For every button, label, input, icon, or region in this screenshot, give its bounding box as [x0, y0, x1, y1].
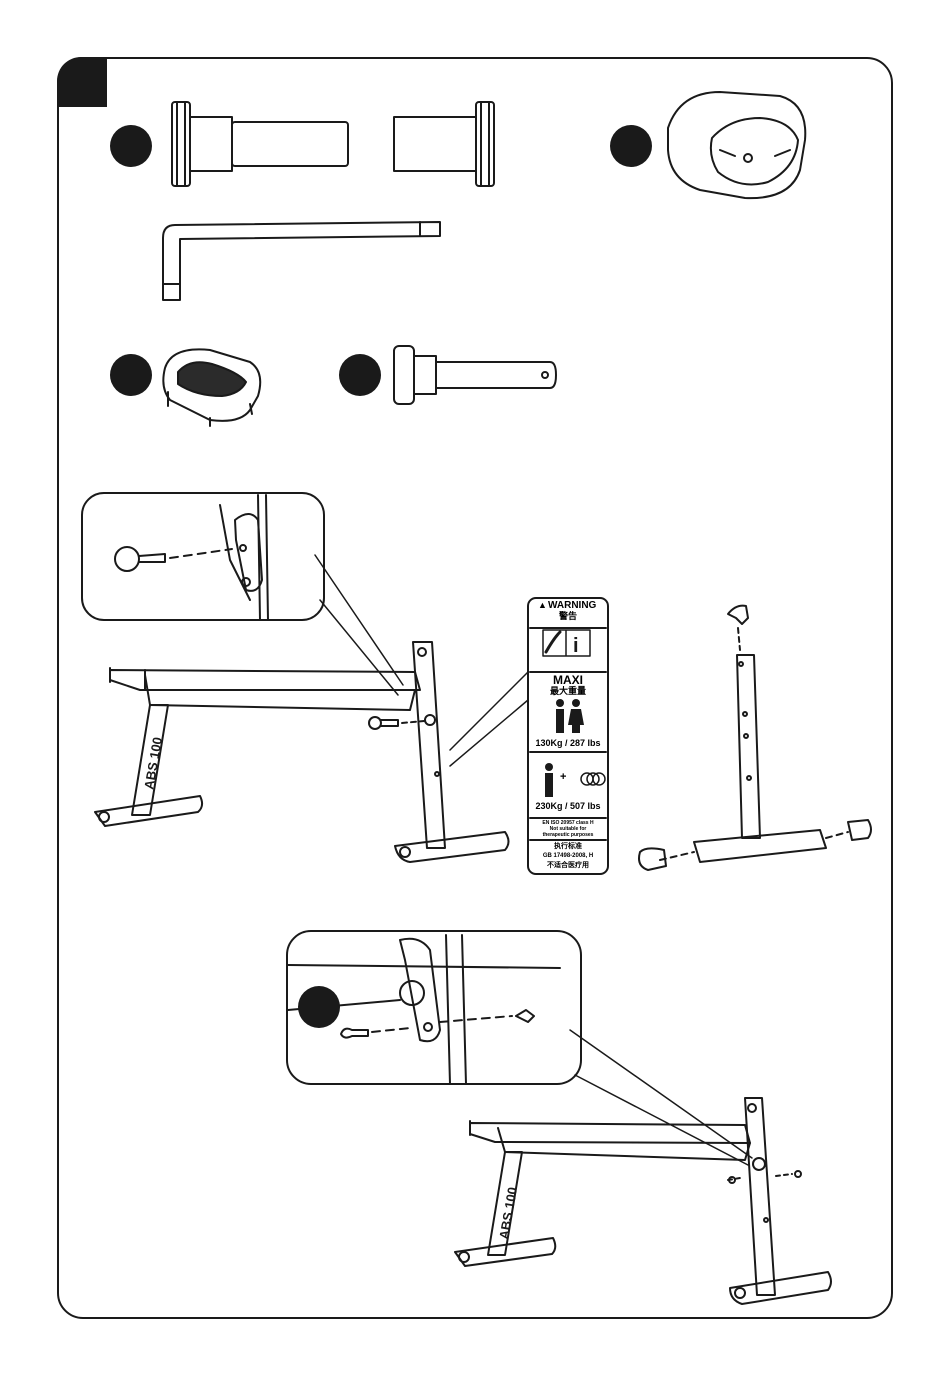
frame-logo-2: ABS 100: [496, 1186, 520, 1241]
user-weight-limit: 130Kg / 287 lbs: [528, 739, 608, 748]
bench-step-2: ABS 100: [455, 1098, 831, 1304]
standard-en-3: therapeutic purposes: [528, 833, 608, 838]
standard-cn-2: GB 17498-2008, H: [528, 853, 608, 859]
svg-text:i: i: [573, 635, 579, 657]
standard-cn-1: 执行标准: [528, 843, 608, 850]
total-weight-limit: 230Kg / 507 lbs: [528, 802, 608, 811]
part-marker-1: [110, 125, 152, 167]
max-title: MAXI: [528, 674, 608, 686]
standard-cn-3: 不适合医疗用: [528, 862, 608, 869]
max-title-cn: 最大重量: [528, 687, 608, 696]
detail-box-1: [82, 493, 324, 620]
frame-logo-1: ABS 100: [141, 736, 165, 791]
part-marker-3: [110, 354, 152, 396]
bench-step-1: ABS 100: [95, 642, 509, 862]
part-marker-4: [339, 354, 381, 396]
knob-cap-part: [163, 349, 260, 426]
part-marker-2: [610, 125, 652, 167]
sleeve-nut-part: [394, 102, 494, 186]
warning-triangle-icon: ▲: [538, 601, 547, 610]
bolt-part: [172, 102, 348, 186]
warning-title-cn: 警告: [528, 612, 608, 621]
warning-title: WARNING: [548, 601, 596, 611]
post-exploded: [639, 606, 871, 870]
pop-pin-part: [394, 346, 556, 404]
end-cap-part: [668, 92, 805, 198]
hex-key-part: [163, 222, 440, 300]
plus-sign: +: [560, 772, 566, 783]
part-marker-step2: [298, 986, 340, 1028]
